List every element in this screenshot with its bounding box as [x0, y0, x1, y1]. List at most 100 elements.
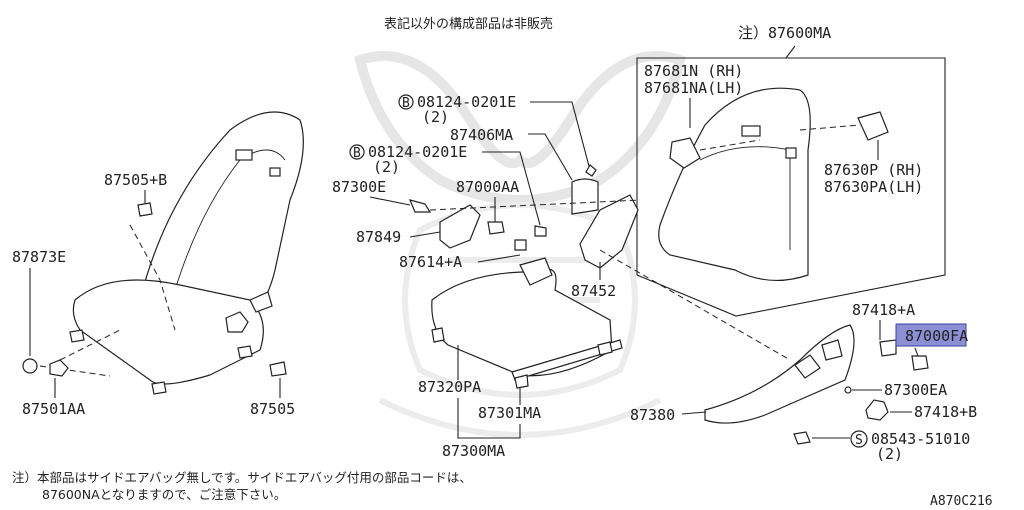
leader-87849	[409, 231, 441, 238]
diagram-code: A870C216	[930, 494, 993, 509]
bolt-08124-mid	[534, 225, 547, 237]
footnote-line1: 注）本部品はサイドエアバッグ無しです。サイドエアバッグ付用の部品コードは、	[12, 470, 472, 485]
rail-clip-front	[514, 374, 529, 389]
full-seat-bezel	[249, 291, 273, 313]
label-87873e: 87873E	[12, 248, 66, 266]
label-87000aa: 87000AA	[456, 178, 519, 196]
side-cover-knob-hole	[794, 354, 821, 379]
highlight-87000fa[interactable]	[895, 323, 967, 347]
leader-87000fa	[914, 347, 919, 357]
label-87301ma: 87301MA	[478, 404, 541, 422]
label-87320pa: 87320PA	[418, 378, 481, 396]
label-08124-top-qty: (2)	[422, 108, 449, 126]
leader-dash-base	[599, 249, 791, 361]
cushion-bracket	[519, 257, 553, 286]
screw-s-letter: S	[855, 433, 863, 448]
assembly-outline	[636, 57, 946, 317]
side-slot	[785, 147, 797, 159]
label-87600ma: 注）87600MA	[738, 24, 831, 42]
bolt-b-letter-mid: B	[353, 146, 361, 161]
bezel-87630p	[857, 111, 889, 141]
label-87380: 87380	[630, 406, 675, 424]
full-seat-side-slot	[269, 167, 281, 177]
leader-08124-top	[530, 101, 591, 171]
recliner-87452	[579, 194, 639, 269]
rail-87301ma	[511, 339, 623, 381]
label-87681na: 87681NA(LH)	[644, 79, 743, 97]
label-87681n: 87681N (RH)	[644, 62, 743, 80]
label-08543-qty: (2)	[876, 445, 903, 463]
bolt-08124-top	[585, 164, 597, 177]
rail-clip-right	[597, 341, 613, 356]
seat-back-pad	[658, 87, 811, 282]
leader-08124-mid	[482, 151, 541, 226]
label-87406ma: 87406MA	[450, 126, 513, 144]
full-seat-cushion	[72, 279, 264, 385]
label-87505b: 87505+B	[104, 171, 167, 189]
bolt-b-letter-top: B	[402, 96, 410, 111]
bolt-87501aa	[49, 359, 69, 377]
knob-87418a	[879, 339, 897, 357]
label-87418a: 87418+A	[852, 301, 915, 319]
clip-87505	[269, 361, 287, 377]
label-87300e: 87300E	[332, 178, 386, 196]
screw-s-symbol	[850, 430, 868, 448]
bolt-87000aa	[487, 221, 505, 235]
bolt-87300e	[408, 199, 432, 213]
seat-cushion-87320pa	[431, 268, 613, 377]
leader-dash-center	[429, 199, 641, 211]
footnote-line2: 87600NAとなりますので、ご注意下さい。	[42, 487, 286, 502]
label-87300ma: 87300MA	[442, 442, 505, 460]
cover-87406ma	[571, 178, 599, 215]
leader-dash-87505b	[129, 224, 176, 331]
bezel-87681n	[669, 137, 701, 169]
leader-87380	[681, 411, 707, 415]
plug-87873e	[22, 358, 38, 374]
clip-87505b	[137, 202, 153, 217]
full-seat-headrest-slot	[235, 149, 253, 161]
screw-08543	[793, 431, 811, 445]
knob-87418b	[865, 399, 889, 421]
label-87501aa: 87501AA	[22, 400, 85, 418]
bolt-callout-mid: B 08124-0201E (2)	[349, 143, 541, 226]
side-cover-bezel	[821, 339, 843, 361]
leader-dash-87501aa	[59, 329, 121, 361]
label-08124-mid: 08124-0201E	[368, 143, 467, 161]
label-87505: 87505	[250, 400, 295, 418]
label-08124-top: 08124-0201E	[417, 93, 516, 111]
full-seat-back-contour	[174, 149, 286, 291]
full-seat-back	[139, 111, 304, 341]
leader-87614a	[477, 254, 521, 263]
leader-bezel-left	[699, 139, 761, 151]
bolt-b-symbol-top	[398, 94, 414, 110]
full-seat-clip-front	[151, 381, 167, 395]
label-87418b: 87418+B	[914, 403, 977, 421]
leader-87600ma	[785, 45, 796, 59]
leader-bezel-right	[799, 124, 861, 131]
label-08124-mid-qty: (2)	[373, 158, 400, 176]
screw-87000fa	[911, 355, 929, 371]
leader-87406ma	[528, 133, 573, 181]
collar	[514, 239, 527, 251]
header-note: 表記以外の構成部品は非販売	[384, 16, 553, 32]
rail-clip-left	[431, 327, 445, 343]
label-87849: 87849	[356, 228, 401, 246]
leader-87300e	[369, 196, 411, 206]
seat-back-assembly-box: 注）87600MA 87681N (RH) 87681NA(LH) 87630P…	[636, 24, 946, 317]
full-seat-knob	[225, 311, 249, 333]
side-cover-87380	[704, 324, 855, 424]
label-87630p: 87630P (RH)	[824, 161, 923, 179]
leader-87300ma	[457, 398, 521, 439]
full-seat-clip-left	[69, 329, 85, 343]
label-87614a: 87614+A	[399, 253, 462, 271]
label-87300ea: 87300EA	[884, 381, 947, 399]
label-87000fa[interactable]: 87000FA	[905, 327, 968, 345]
full-seat-clip-right	[237, 345, 253, 359]
hinge-plate-87849	[439, 204, 481, 249]
label-87630pa: 87630PA(LH)	[824, 178, 923, 196]
headrest-slot	[741, 125, 761, 137]
full-seat-illustration	[69, 111, 304, 395]
label-87452: 87452	[571, 282, 616, 300]
